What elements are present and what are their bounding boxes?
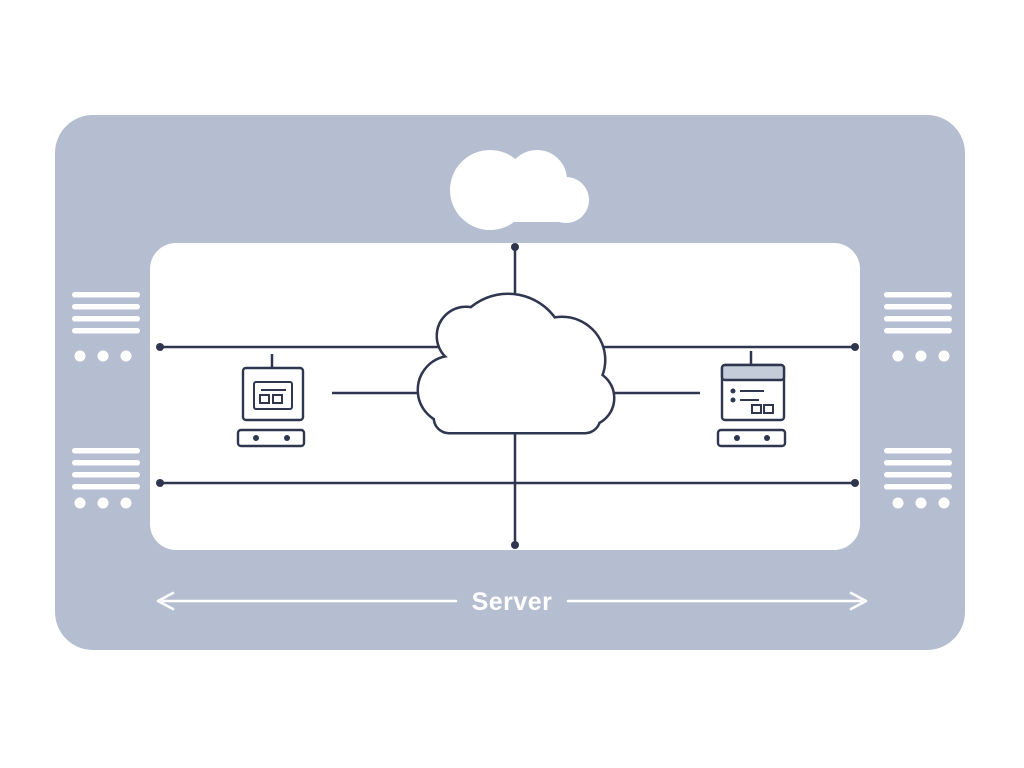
vent-line bbox=[884, 472, 952, 478]
rack-vents-left-upper bbox=[72, 292, 140, 362]
list-dot bbox=[730, 388, 736, 394]
vent-line bbox=[884, 460, 952, 466]
server-axis: Server bbox=[156, 588, 868, 616]
indicator-dot bbox=[938, 497, 950, 509]
connection-dot bbox=[511, 541, 519, 549]
device-header bbox=[720, 363, 786, 382]
panel-cell bbox=[751, 404, 762, 414]
vent-line bbox=[72, 448, 140, 454]
top-cloud-icon bbox=[450, 150, 589, 230]
vent-line bbox=[72, 460, 140, 466]
vent-line bbox=[884, 328, 952, 334]
rack-vents-left-lower bbox=[72, 448, 140, 509]
cloud-body bbox=[419, 295, 613, 432]
top-cloud-base bbox=[455, 182, 585, 222]
connection-dot bbox=[156, 343, 164, 351]
indicator-dot bbox=[938, 350, 950, 362]
indicator-dot bbox=[97, 497, 109, 509]
vent-line bbox=[884, 304, 952, 310]
vent-line bbox=[884, 484, 952, 490]
list-dot bbox=[730, 397, 736, 403]
connection-dot bbox=[511, 243, 519, 251]
vent-line bbox=[884, 292, 952, 298]
vent-line bbox=[72, 316, 140, 322]
right-arrow-icon bbox=[849, 591, 868, 611]
indicator-dot bbox=[74, 350, 86, 362]
screen-cell bbox=[272, 394, 283, 404]
panel-cell bbox=[763, 404, 774, 414]
rack-vents-right-lower bbox=[884, 448, 952, 509]
base-dot bbox=[764, 435, 770, 441]
vent-line bbox=[72, 472, 140, 478]
rack-vents-right-upper bbox=[884, 292, 952, 362]
base-dot bbox=[253, 435, 259, 441]
left-arrow-icon bbox=[156, 591, 175, 611]
base-dot bbox=[284, 435, 290, 441]
indicator-dot bbox=[915, 497, 927, 509]
vent-line bbox=[72, 304, 140, 310]
device-screen bbox=[253, 381, 293, 410]
indicator-dot bbox=[892, 350, 904, 362]
indicator-dot bbox=[120, 350, 132, 362]
connection-dot bbox=[851, 479, 859, 487]
base-dot bbox=[734, 435, 740, 441]
server-label: Server bbox=[472, 588, 553, 616]
indicator-dot bbox=[915, 350, 927, 362]
vent-line bbox=[72, 328, 140, 334]
connection-dot bbox=[156, 479, 164, 487]
connection-dot bbox=[851, 343, 859, 351]
indicator-dot bbox=[892, 497, 904, 509]
indicator-dot bbox=[120, 497, 132, 509]
left-device-icon bbox=[236, 354, 306, 448]
vent-line bbox=[72, 484, 140, 490]
right-device-icon bbox=[716, 351, 787, 448]
cloud-icon bbox=[416, 292, 616, 435]
indicator-dot bbox=[74, 497, 86, 509]
vent-line bbox=[884, 316, 952, 322]
device-base bbox=[716, 428, 787, 448]
vent-line bbox=[884, 448, 952, 454]
indicator-dot bbox=[97, 350, 109, 362]
device-base bbox=[236, 428, 306, 448]
screen-cell bbox=[259, 394, 270, 404]
vent-line bbox=[72, 292, 140, 298]
